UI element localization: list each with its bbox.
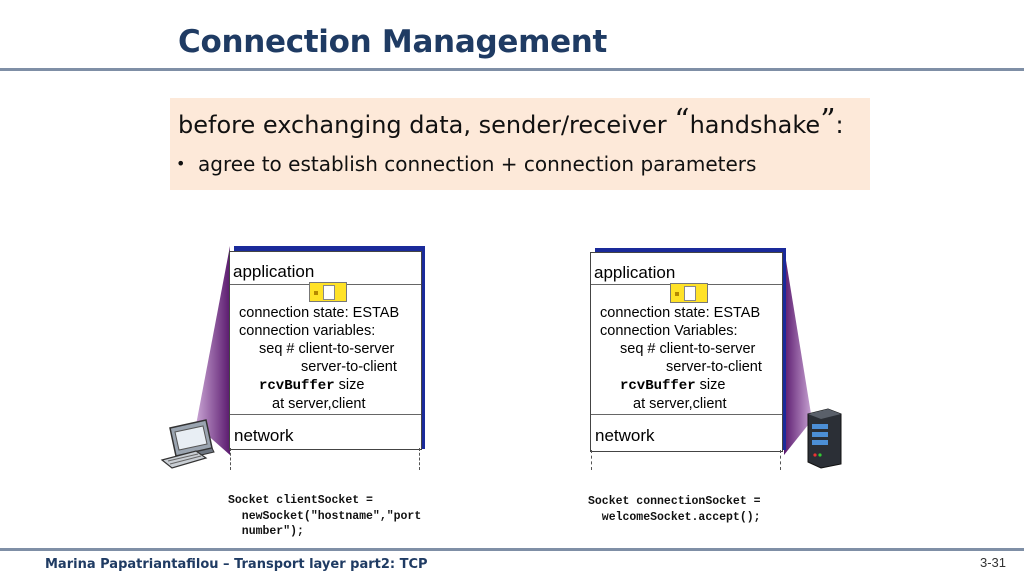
server-network-label: network <box>595 426 655 445</box>
client-application-label: application <box>233 262 315 281</box>
server-rcvbuffer-code: rcvBuffer <box>620 378 696 394</box>
client-at-line: at server,client <box>272 396 366 412</box>
client-dash-left <box>230 448 231 470</box>
server-seq-line2: server-to-client <box>666 359 762 375</box>
server-dash-right <box>780 450 781 470</box>
handshake-callout: before exchanging data, sender/receiver … <box>170 98 870 190</box>
close-quote: ” <box>820 103 836 138</box>
server-conn-vars: connection Variables: <box>600 323 738 339</box>
client-network-label: network <box>234 426 294 445</box>
server-rcvbuffer-text: size <box>695 377 726 393</box>
callout-heading: before exchanging data, sender/receiver … <box>178 103 844 141</box>
client-conn-vars: connection variables: <box>239 323 376 339</box>
callout-bullet-item: • agree to establish connection + connect… <box>176 152 756 176</box>
title-divider <box>0 68 1024 71</box>
open-quote: “ <box>674 103 690 138</box>
server-seq-line1: seq # client-to-server <box>620 341 756 357</box>
bullet-dot-icon: • <box>176 154 186 173</box>
client-rcvbuffer-line: rcvBuffer size <box>239 376 399 395</box>
client-dash-right <box>419 448 420 470</box>
footer-author: Marina Papatriantafilou – Transport laye… <box>45 557 428 572</box>
server-at-line: at server,client <box>633 396 727 412</box>
client-protocol-stack: application connection state: ESTAB conn… <box>229 251 422 450</box>
client-conn-state: connection state: ESTAB <box>239 305 400 321</box>
client-connection-info: connection state: ESTAB connection varia… <box>239 304 399 413</box>
client-seq-line1: seq # client-to-server <box>259 341 395 357</box>
page-number: 3-31 <box>980 555 1007 570</box>
server-socket-icon <box>670 283 708 303</box>
server-conn-state: connection state: ESTAB <box>600 305 761 321</box>
server-net-divider <box>591 414 782 415</box>
callout-text-pre: before exchanging data, sender/receiver <box>178 111 675 139</box>
client-net-divider <box>230 414 421 415</box>
callout-colon: : <box>835 111 844 139</box>
server-rcvbuffer-line: rcvBuffer size <box>600 376 762 395</box>
callout-bullet-text: agree to establish connection + connecti… <box>198 152 757 176</box>
footer-divider <box>0 548 1024 551</box>
client-socket-code: Socket clientSocket = newSocket("hostnam… <box>228 494 422 538</box>
server-icon <box>807 408 842 469</box>
computer-icon <box>160 419 215 469</box>
client-socket-icon <box>309 282 347 302</box>
client-wedge <box>196 246 230 455</box>
server-connection-info: connection state: ESTAB connection Varia… <box>600 304 762 413</box>
server-dash-left <box>591 450 592 470</box>
page-title: Connection Management <box>178 24 608 60</box>
client-rcvbuffer-text: size <box>334 377 365 393</box>
client-rcvbuffer-code: rcvBuffer <box>259 378 335 394</box>
client-seq-line2: server-to-client <box>301 359 397 375</box>
callout-keyword: handshake <box>689 111 821 139</box>
server-wedge <box>784 248 812 455</box>
server-application-label: application <box>594 263 676 282</box>
server-protocol-stack: application connection state: ESTAB conn… <box>590 252 783 452</box>
server-socket-code: Socket connectionSocket = welcomeSocket.… <box>588 495 761 524</box>
